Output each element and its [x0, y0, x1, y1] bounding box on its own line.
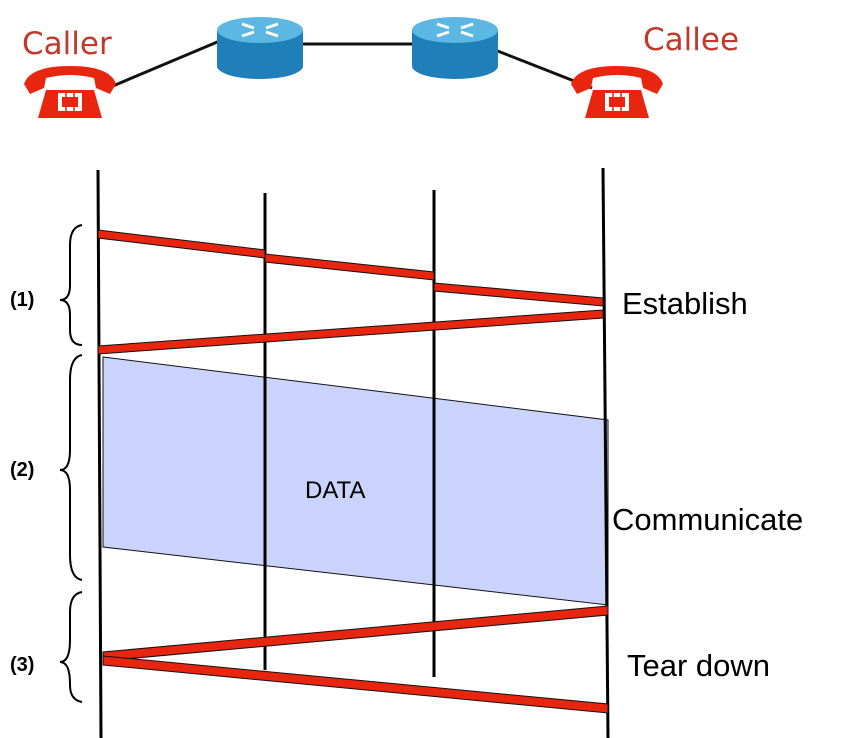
phase-braces — [59, 224, 83, 703]
establish-label: Establish — [622, 286, 748, 321]
teardown-request — [102, 605, 609, 662]
telephone-icon — [570, 65, 664, 119]
callee-timeline — [601, 167, 610, 738]
link-caller-router1 — [107, 38, 223, 90]
teardown-ack — [102, 655, 609, 714]
teardown-label: Tear down — [627, 648, 770, 683]
signalling-messages — [97, 229, 609, 714]
step-2-label: (2) — [10, 459, 34, 481]
callee-label: Callee — [643, 22, 739, 58]
brace-communicate — [59, 354, 83, 581]
step-3-label: (3) — [10, 654, 34, 676]
brace-establish — [59, 224, 83, 346]
data-label: DATA — [305, 477, 365, 504]
setup-ack — [97, 309, 604, 355]
router-icon — [410, 15, 500, 81]
setup-hop-1 — [97, 229, 266, 259]
network-links — [107, 38, 593, 90]
setup-hop-3 — [433, 282, 604, 307]
telephone-icon — [23, 65, 117, 119]
router-icon — [215, 15, 305, 81]
timelines — [96, 167, 610, 738]
setup-hop-2 — [264, 253, 435, 281]
communicate-label: Communicate — [612, 502, 803, 537]
brace-teardown — [59, 591, 83, 703]
caller-timeline — [96, 169, 103, 738]
caller-label: Caller — [22, 26, 112, 62]
step-1-label: (1) — [10, 289, 34, 311]
